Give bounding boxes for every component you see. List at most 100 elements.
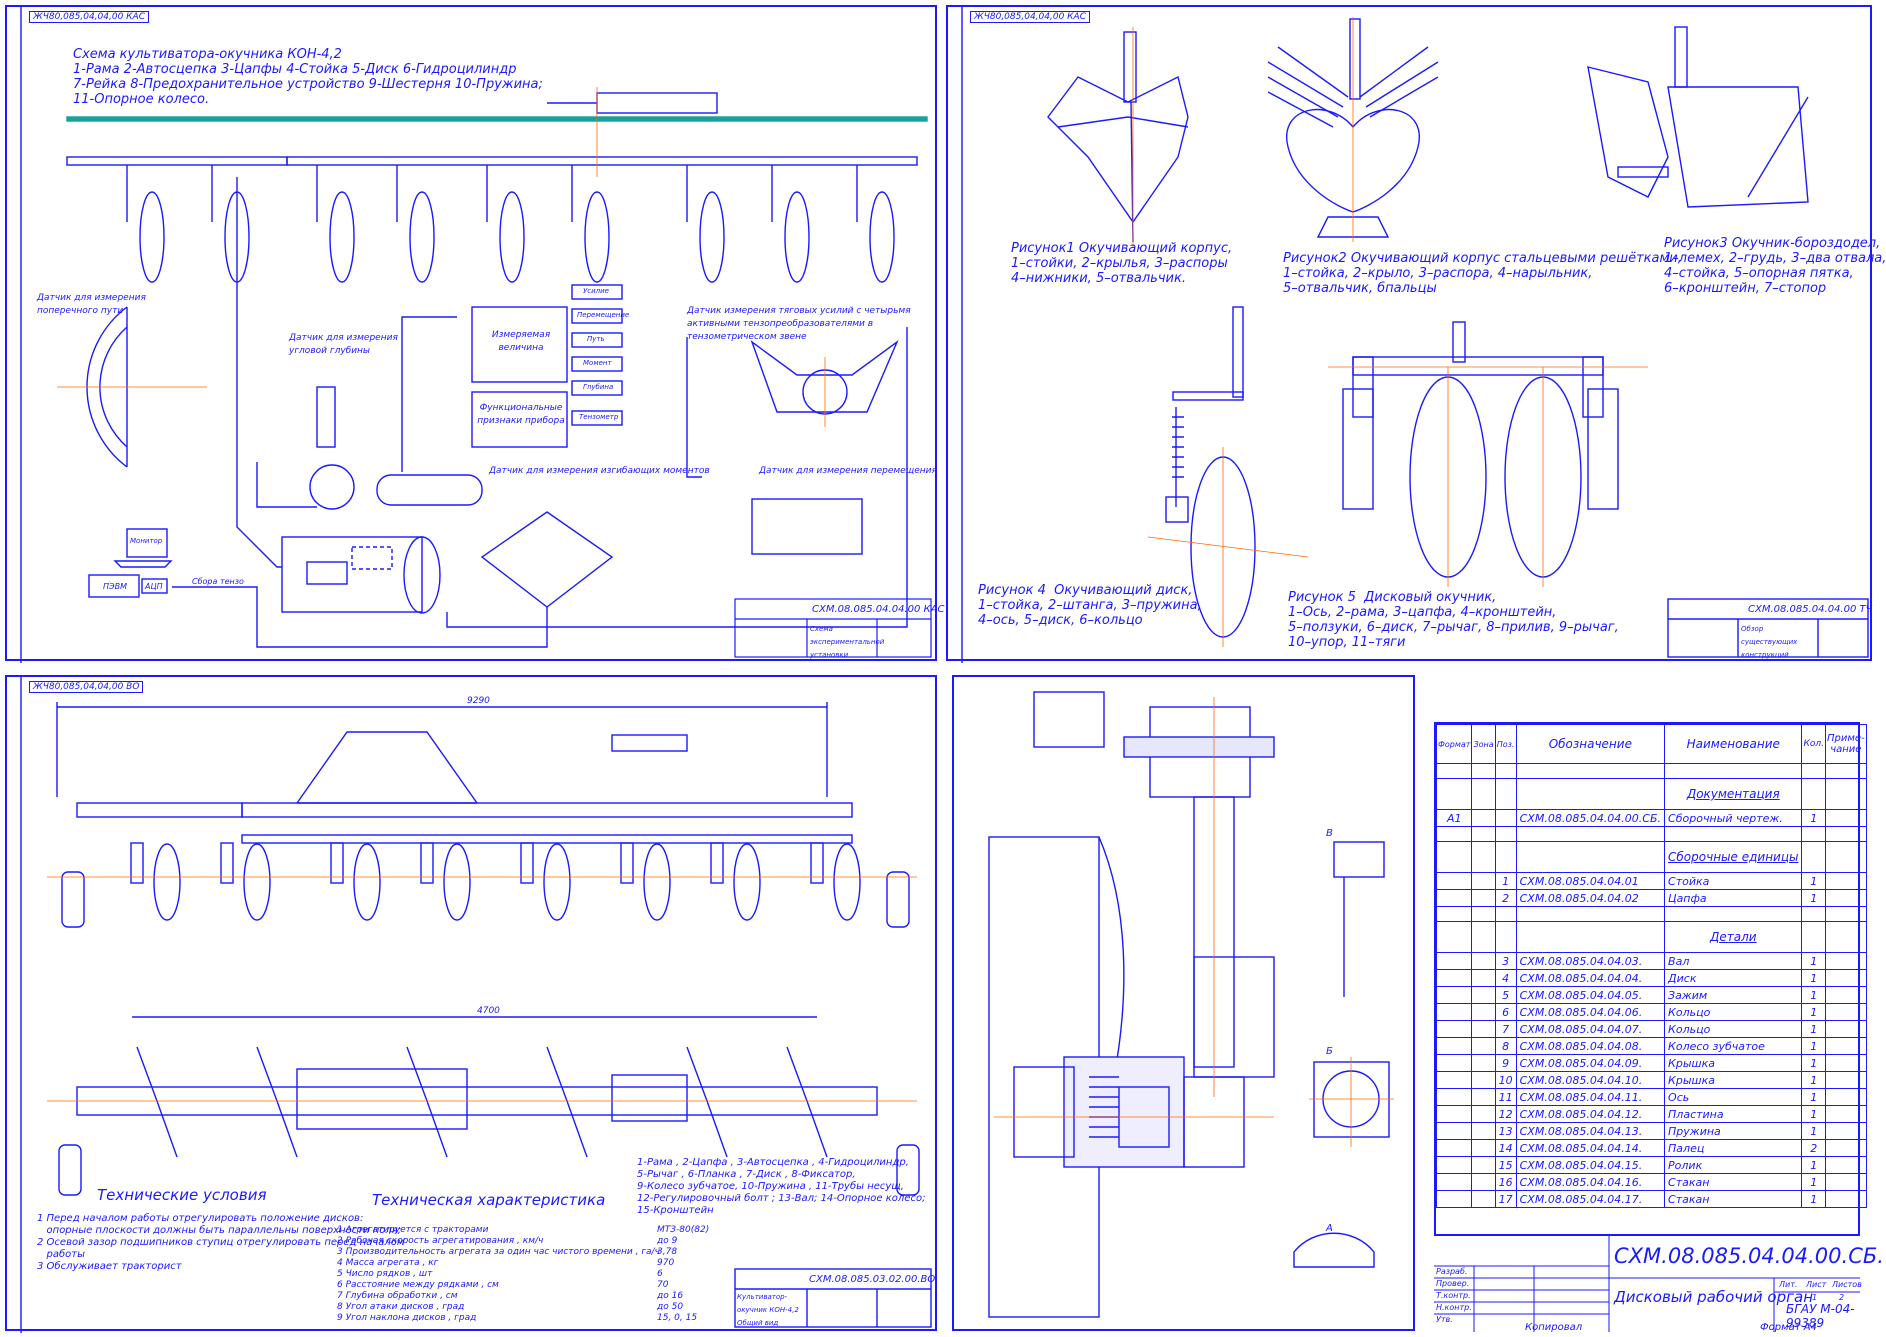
spec-section-title: Детали: [1664, 921, 1803, 953]
sheet-3-drawing: [20, 677, 932, 1333]
spec-cell: СХМ.08.085.04.04.00.СБ.: [1515, 809, 1666, 827]
spec-cell: 1: [1494, 872, 1517, 890]
col-name: Наименование: [1664, 724, 1803, 764]
spec-cell: СХМ.08.085.04.04.17.: [1515, 1190, 1666, 1208]
spec-cell: [1471, 986, 1496, 1004]
stamp-person-3: Н.контр.: [1436, 1303, 1472, 1312]
col-format: Формат: [1435, 724, 1473, 764]
tech-char-value: 15, 0, 15: [657, 1313, 698, 1323]
col-pos: Поз.: [1494, 724, 1517, 764]
spec-cell: 12: [1494, 1105, 1517, 1123]
spec-cell: СХМ.08.085.04.04.07.: [1515, 1020, 1666, 1038]
spec-cell: Ролик: [1664, 1156, 1803, 1174]
spec-cell: СХМ.08.085.04.04.02: [1515, 889, 1666, 907]
spec-cell: 1: [1801, 1037, 1826, 1055]
stamp-sheet: 1: [1812, 1293, 1818, 1302]
spec-cell: Стакан: [1664, 1173, 1803, 1191]
tech-char-title: Техническая характеристика: [372, 1191, 606, 1209]
sheet-3-tb-code: СХМ.08.085.03.02.00.ВО: [809, 1274, 936, 1285]
spec-cell: [1435, 986, 1473, 1004]
spec-cell: [1435, 1088, 1473, 1106]
spec-cell: СХМ.08.085.04.04.14.: [1515, 1139, 1666, 1157]
spec-cell: [1435, 1173, 1473, 1191]
spec-cell: [1435, 1105, 1473, 1123]
view-v-label: В: [1326, 828, 1333, 839]
stamp-person-2: Т.контр.: [1436, 1291, 1471, 1300]
spec-cell: 8: [1494, 1037, 1517, 1055]
sensor-4-label: Датчик для измерения изгибающих моментов: [489, 466, 710, 476]
tech-char-param: 9 Угол наклона дисков , град: [337, 1313, 477, 1323]
tech-conditions-text: 1 Перед началом работы отрегулировать по…: [37, 1213, 405, 1272]
spec-cell: 17: [1494, 1190, 1517, 1208]
pc-label: ПЭВМ: [103, 582, 127, 591]
tech-char-param: 2 Рабочая скорость агрегатирования , км/…: [337, 1236, 544, 1246]
stamp-person-4: Утв.: [1436, 1315, 1453, 1324]
sheet-2-overview: ЖЧ80,085,04,04,00 КАС: [946, 5, 1886, 663]
spec-cell: 1: [1801, 1190, 1826, 1208]
spec-cell: 6: [1494, 1003, 1517, 1021]
spec-cell: 9: [1494, 1054, 1517, 1072]
spec-cell: 1: [1801, 1122, 1826, 1140]
field-4: Глубина: [583, 383, 614, 391]
field-3: Момент: [583, 359, 612, 367]
spec-cell: 1: [1801, 969, 1826, 987]
spec-cell: [1471, 1156, 1496, 1174]
spec-cell: 3: [1494, 952, 1517, 970]
spec-cell: Пластина: [1664, 1105, 1803, 1123]
spec-cell: [1471, 1190, 1496, 1208]
fig4-caption: Рисунок 4 Окучивающий диск, 1–стойка, 2–…: [978, 583, 1202, 628]
spec-cell: СХМ.08.085.04.04.06.: [1515, 1003, 1666, 1021]
spec-cell: Зажим: [1664, 986, 1803, 1004]
tech-char-param: 6 Расстояние между рядками , см: [337, 1280, 499, 1290]
spec-cell: 2: [1801, 1139, 1826, 1157]
spec-cell: [1435, 1037, 1473, 1055]
spec-cell: 1: [1801, 1105, 1826, 1123]
tech-char-param: 8 Угол атаки дисков , град: [337, 1302, 465, 1312]
sheet-2-tb-name: Обзор существующих конструкций: [1741, 625, 1798, 659]
spec-section-title: Сборочные единицы: [1664, 841, 1803, 873]
tech-conditions-title: Технические условия: [97, 1186, 267, 1204]
tech-char-param: 3 Производительность агрегата за один ча…: [337, 1247, 660, 1257]
spec-cell: СХМ.08.085.04.04.13.: [1515, 1122, 1666, 1140]
spec-cell: [1435, 1003, 1473, 1021]
sheet-3-top-code: ЖЧ80,085,04,04,00 ВО: [29, 681, 144, 693]
field-0: Усилие: [583, 287, 609, 295]
spec-cell: 1: [1801, 986, 1826, 1004]
spec-cell: 7: [1494, 1020, 1517, 1038]
spec-cell: [1435, 1020, 1473, 1038]
spec-cell: [1435, 889, 1473, 907]
stamp-code: СХМ.08.085.04.04.00.СБ.: [1614, 1244, 1884, 1268]
parts-legend: 1-Рама , 2-Цапфа , 3-Автосцепка , 4-Гидр…: [637, 1157, 926, 1216]
spec-cell: 1: [1801, 952, 1826, 970]
spec-cell: 11: [1494, 1088, 1517, 1106]
spec-cell: Стойка: [1664, 872, 1803, 890]
tech-char-value: до 16: [657, 1291, 684, 1301]
tech-char-row: 9 Угол наклона дисков , град 15, 0, 15: [337, 1313, 727, 1324]
spec-cell: 1: [1801, 1054, 1826, 1072]
spec-cell: Вал: [1664, 952, 1803, 970]
spec-cell: [1435, 1122, 1473, 1140]
stamp-sheets-label: Листов: [1832, 1280, 1862, 1289]
sheet-1-scheme: ЖЧ80,085,04,04,00 КАС Схема культиватора…: [5, 5, 944, 663]
tech-char-value: 970: [657, 1258, 675, 1268]
spec-stamp: СХМ.08.085.04.04.00.СБ. Дисковый рабочий…: [1434, 1234, 1884, 1332]
spec-cell: [1471, 1122, 1496, 1140]
adc-label: АЦП: [145, 582, 163, 591]
sensor-1-label: Датчик для измерения поперечного пути: [37, 293, 146, 316]
spec-cell: [1471, 889, 1496, 907]
sheet-1-caption: Схема культиватора-окучника КОН-4,2 1-Ра…: [73, 47, 543, 107]
spec-cell: 1: [1801, 1003, 1826, 1021]
tech-char-param: 1 Агрегатируется с тракторами: [337, 1225, 489, 1235]
